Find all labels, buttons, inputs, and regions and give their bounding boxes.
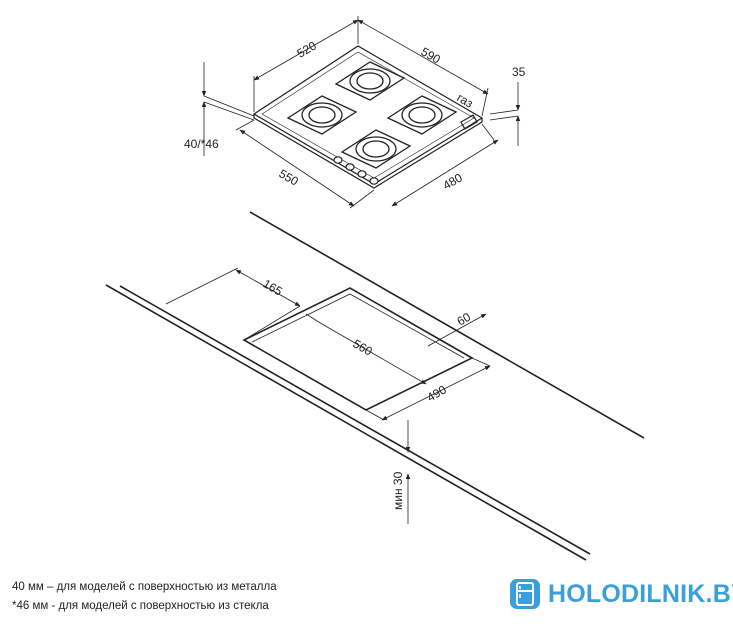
- dim-label-60: 60: [455, 310, 474, 329]
- installation-drawing: 520 590 35 40/*46 550 480 газ 165 560 60…: [105, 16, 645, 561]
- dim-label-550: 550: [277, 166, 302, 188]
- footnote-glass: *46 мм - для моделей с поверхностью из с…: [12, 600, 269, 612]
- burner: [286, 95, 358, 135]
- cutout-dimension-lines: [165, 267, 491, 524]
- burner: [334, 61, 406, 101]
- dim-label-35: 35: [512, 65, 526, 79]
- dim-label-40-46: 40/*46: [184, 137, 219, 151]
- dim-label-min-30: мин 30: [391, 471, 405, 510]
- fridge-icon: [510, 579, 540, 609]
- footnote-metal: 40 мм – для моделей с поверхностью из ме…: [12, 581, 277, 593]
- dim-label-560: 560: [351, 336, 376, 358]
- dim-label-520: 520: [295, 38, 320, 60]
- dim-label-590: 590: [419, 44, 444, 66]
- burner: [386, 95, 458, 135]
- brand-logo: HOLODILNIK.BY: [508, 574, 733, 614]
- hob-dimension-lines: [201, 16, 521, 209]
- dim-label-490: 490: [425, 382, 450, 404]
- brand-name: HOLODILNIK.BY: [548, 579, 733, 608]
- worktop: [105, 211, 645, 561]
- gas-connection-label: газ: [455, 90, 476, 110]
- footnotes: 40 мм – для моделей с поверхностью из ме…: [12, 578, 277, 616]
